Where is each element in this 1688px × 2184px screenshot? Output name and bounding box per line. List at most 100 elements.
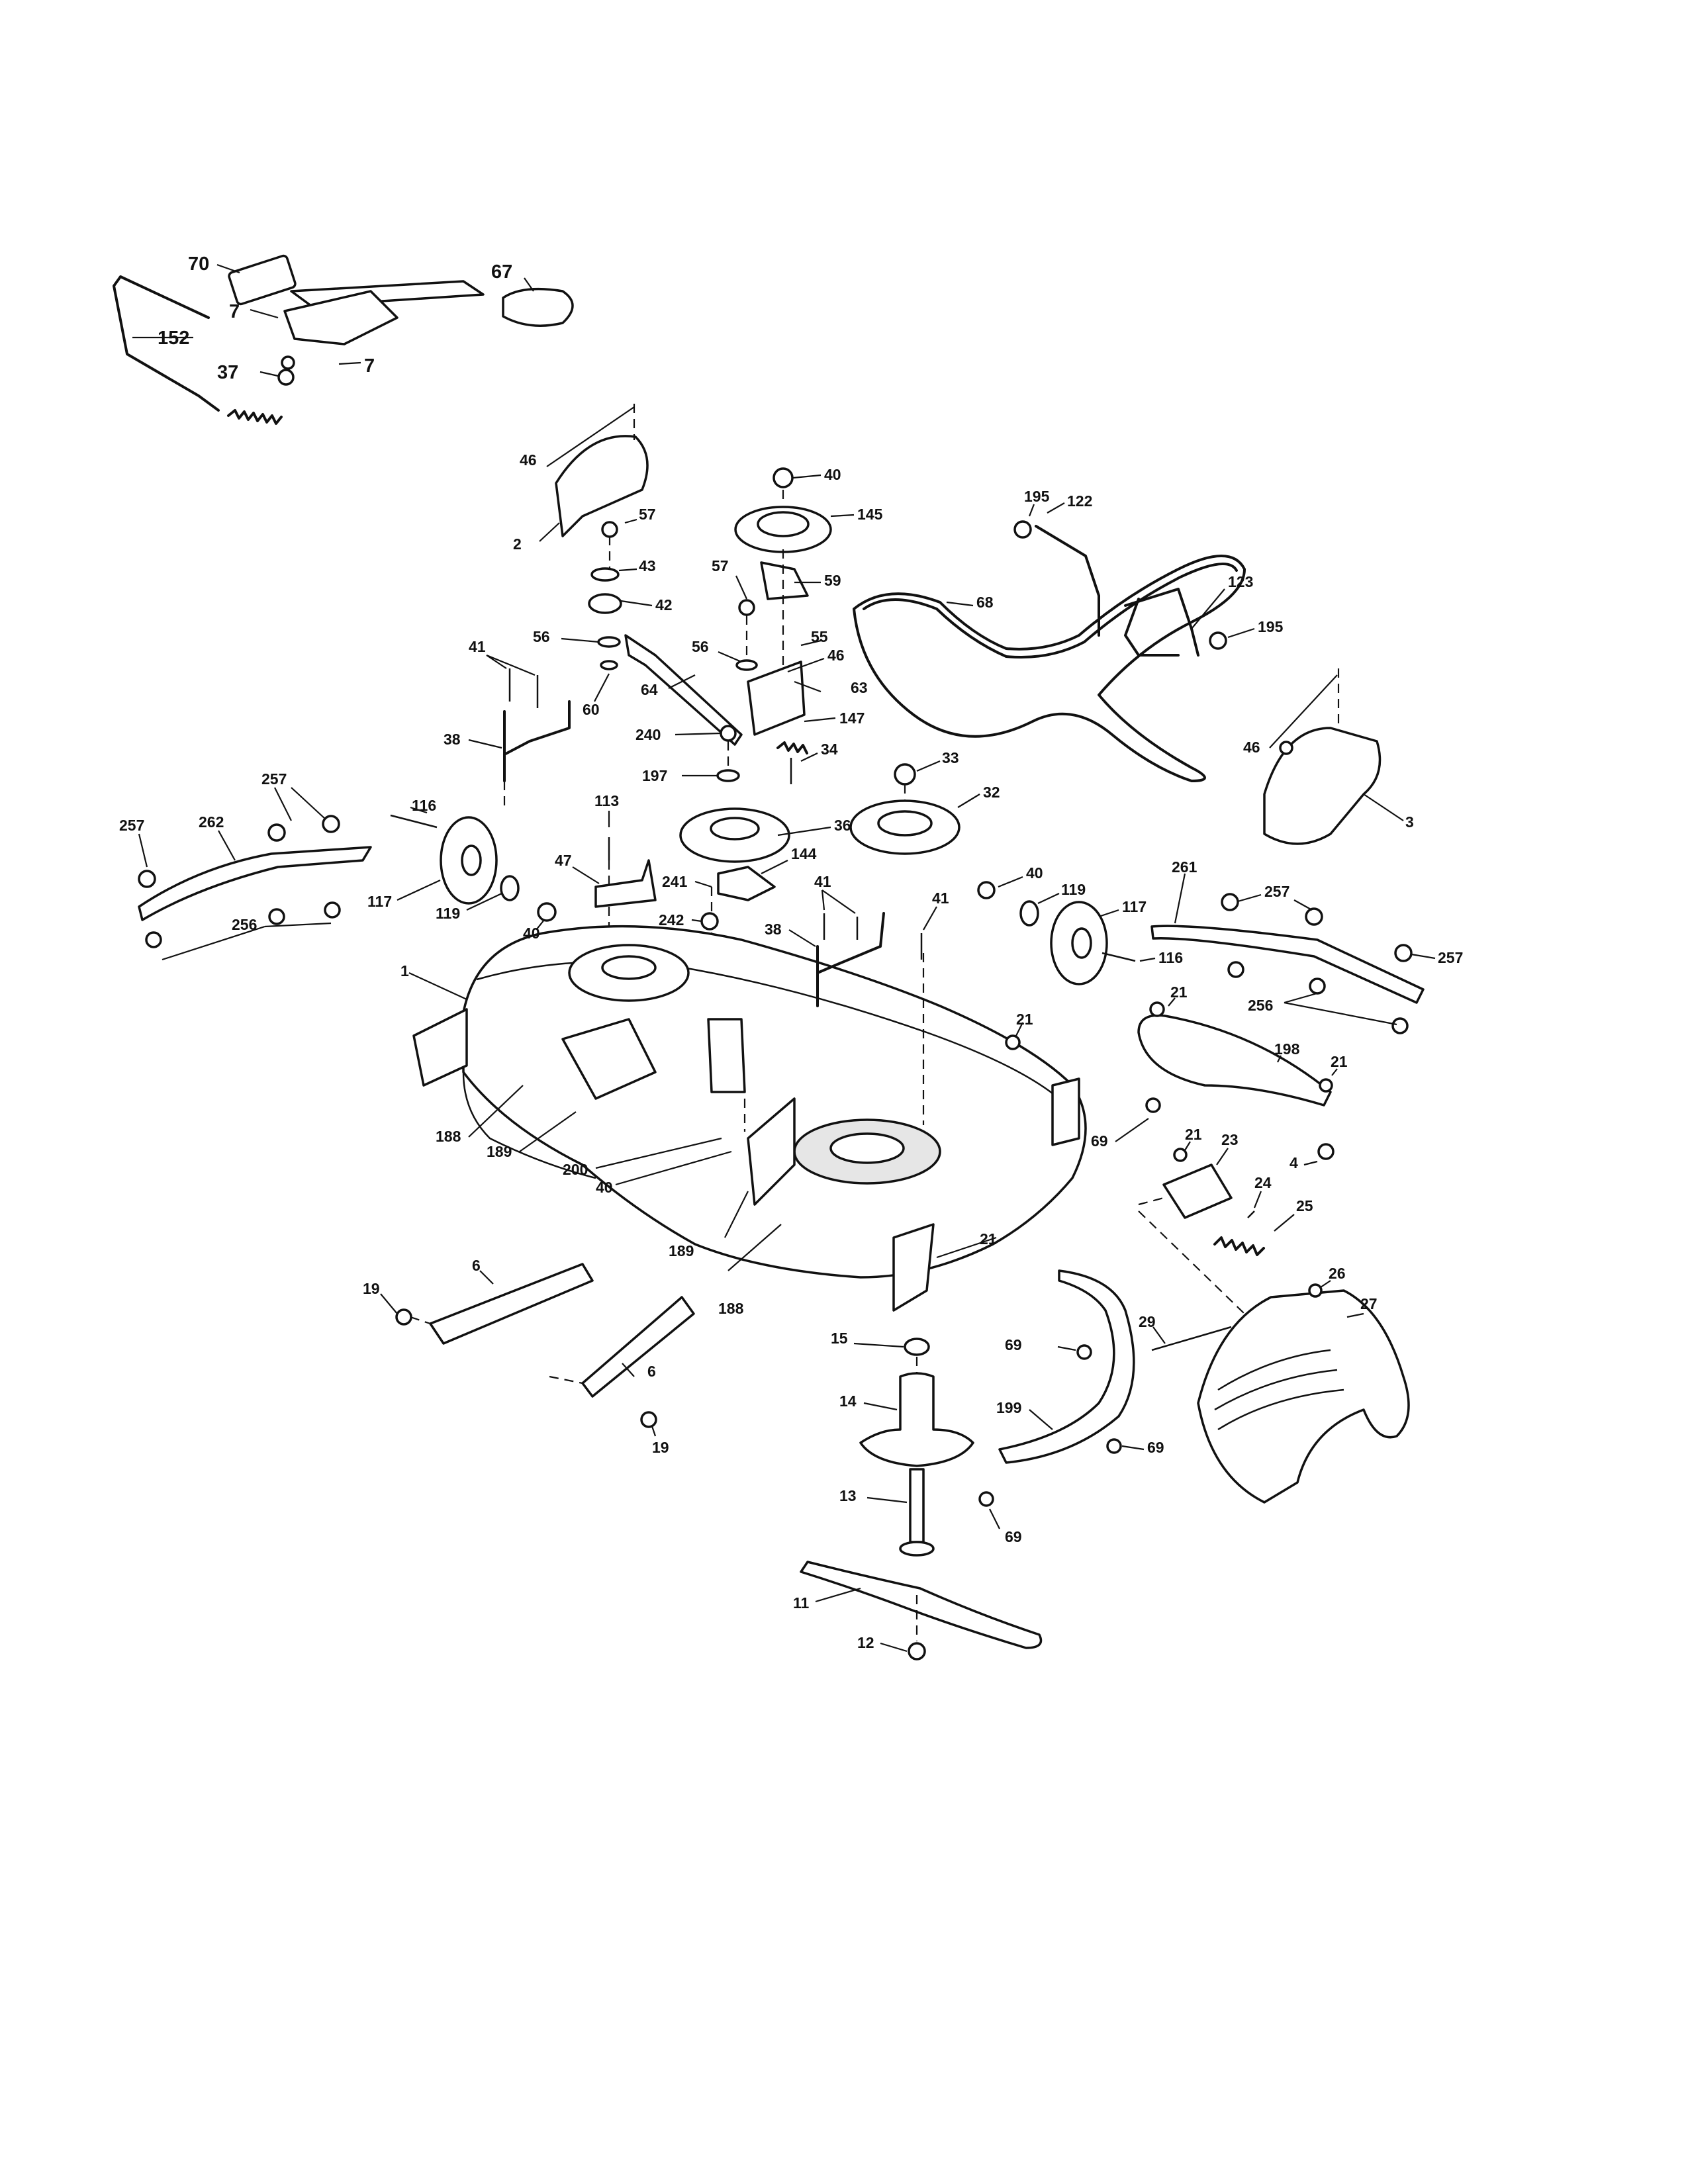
- callout-188b: 188: [718, 1300, 744, 1317]
- baffle-199: [998, 1269, 1135, 1464]
- bracket-47: [594, 859, 657, 908]
- belt-68: [853, 555, 1246, 782]
- washer-21c: [1319, 1078, 1333, 1093]
- callout-6b: 6: [647, 1363, 656, 1380]
- spring: [227, 409, 283, 425]
- nut-257c: [322, 815, 340, 833]
- callout-21b: 21: [1170, 983, 1188, 1001]
- wheel-117a-hub: [461, 844, 482, 876]
- callout-257c: 257: [1264, 883, 1289, 900]
- deck-housing-1: [408, 925, 1087, 1312]
- rod-123: [1124, 588, 1199, 657]
- washer-21b: [1149, 1001, 1165, 1017]
- nut-40: [773, 467, 794, 488]
- hanger-6b: [581, 1296, 695, 1398]
- callout-42: 42: [655, 596, 673, 614]
- callout-21d: 21: [1185, 1126, 1202, 1143]
- callout-11: 11: [793, 1594, 810, 1612]
- pulley-32-inner: [877, 810, 933, 837]
- deck-belt-and-guide: [853, 502, 1255, 782]
- baffle-262: [138, 846, 372, 921]
- callout-21e: 21: [980, 1230, 997, 1248]
- deck-rear-hanger: [892, 1223, 935, 1312]
- callout-36: 36: [834, 817, 851, 834]
- callout-67: 67: [491, 261, 512, 283]
- callout-24: 24: [1254, 1174, 1272, 1191]
- bolt-19b: [640, 1411, 657, 1428]
- bolt-4: [1317, 1143, 1335, 1160]
- nut-33: [894, 763, 916, 786]
- idler-arm-assembly: [539, 404, 743, 746]
- pulley-145-inner: [757, 511, 810, 537]
- lift-link-left: [468, 654, 571, 811]
- shaft-13: [909, 1468, 925, 1543]
- right-baffle-group: [1150, 873, 1436, 1034]
- deck-spindle-hub: [601, 955, 657, 980]
- bolt-57: [601, 521, 618, 538]
- callout-27: 27: [1360, 1295, 1378, 1312]
- lift-handle-assembly: [113, 254, 574, 425]
- belt-68-inner: [863, 563, 1238, 659]
- bracket-70: [228, 254, 297, 306]
- callout-199: 199: [996, 1399, 1021, 1416]
- wheel-117b-hub: [1071, 927, 1092, 959]
- idler-arm-64: [624, 634, 743, 746]
- callout-122: 122: [1067, 492, 1092, 510]
- washer-197: [716, 769, 740, 782]
- callout-189a: 189: [487, 1143, 512, 1160]
- deck-front-bracket-left: [412, 1008, 468, 1087]
- spindle-pulley-32: [849, 760, 980, 855]
- callout-14: 14: [839, 1392, 857, 1410]
- callout-41c: 41: [932, 889, 949, 907]
- callout-261: 261: [1172, 858, 1197, 876]
- callout-117b: 117: [1122, 898, 1147, 915]
- bolt-256b: [268, 908, 285, 925]
- callout-70: 70: [188, 253, 209, 275]
- callout-256a: 256: [232, 916, 257, 933]
- rod-122: [1035, 525, 1180, 657]
- callout-41a: 41: [469, 638, 486, 655]
- callout-64: 64: [641, 681, 658, 698]
- pin-24: [1247, 1210, 1255, 1218]
- callout-56a: 56: [533, 628, 550, 645]
- deck-right-bracket: [1051, 1077, 1080, 1146]
- callout-38b: 38: [765, 921, 782, 938]
- callout-21a: 21: [1016, 1011, 1033, 1028]
- callout-257a: 257: [119, 817, 144, 834]
- callout-256b: 256: [1248, 997, 1273, 1014]
- belt-cover-2: [555, 435, 649, 537]
- callout-2: 2: [513, 535, 522, 553]
- bushing-43: [590, 567, 620, 582]
- left-gauge-wheel: [390, 806, 557, 931]
- callout-144: 144: [791, 845, 817, 862]
- callout-1: 1: [400, 962, 409, 979]
- callout-55: 55: [811, 628, 828, 645]
- right-gauge-wheel: [977, 876, 1156, 985]
- washer-119a: [500, 875, 520, 901]
- deck-center-bracket: [707, 1018, 746, 1093]
- nut-257b: [267, 823, 286, 842]
- idler-pulley-stack: [718, 467, 855, 784]
- callout-40a: 40: [824, 466, 841, 483]
- bolt-69c: [1106, 1438, 1122, 1454]
- callout-33: 33: [942, 749, 959, 766]
- callout-189b: 189: [669, 1242, 694, 1259]
- callout-43: 43: [639, 557, 656, 574]
- spindle-and-blade: [800, 1338, 1043, 1661]
- lift-link-right: [788, 889, 937, 1007]
- knob-67: [502, 287, 574, 327]
- callout-40c: 40: [1026, 864, 1043, 882]
- callout-69c: 69: [1147, 1439, 1164, 1456]
- left-baffle-group: [138, 787, 372, 961]
- callout-68: 68: [976, 594, 994, 611]
- callout-152: 152: [158, 328, 189, 349]
- callout-69d: 69: [1005, 1528, 1022, 1545]
- callout-117a: 117: [367, 893, 392, 910]
- nut-40b: [537, 902, 557, 922]
- callout-188a: 188: [436, 1128, 461, 1145]
- bracket-55: [747, 660, 806, 736]
- callout-240: 240: [635, 726, 661, 743]
- lift-plate: [283, 290, 399, 345]
- callout-46b: 46: [827, 647, 845, 664]
- callout-40d: 40: [596, 1179, 613, 1196]
